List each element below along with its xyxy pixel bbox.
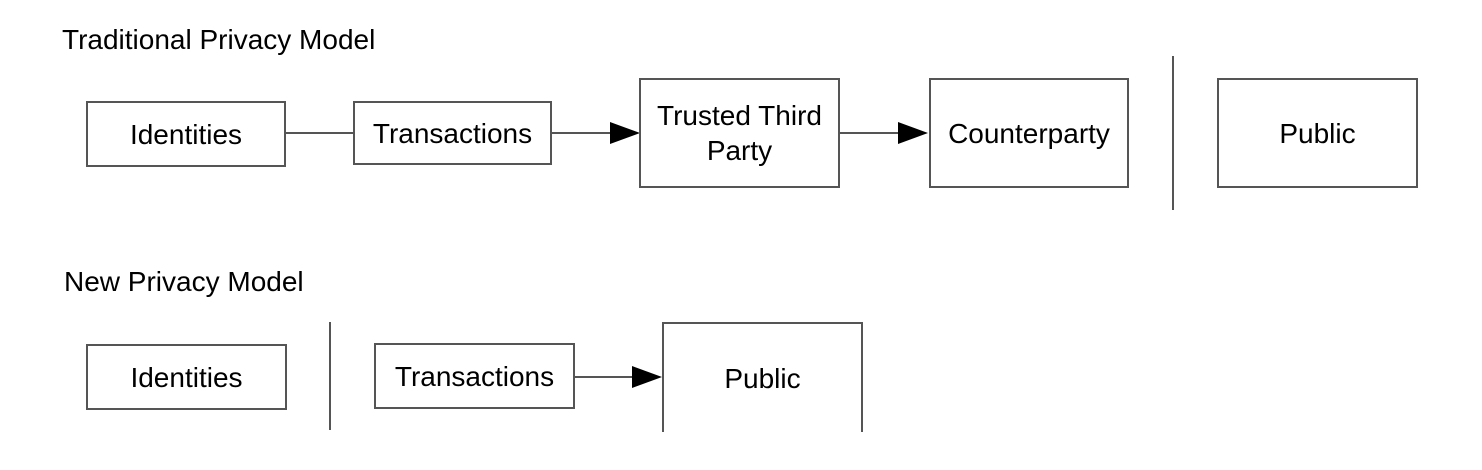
connector-transactions-ttp xyxy=(551,132,611,134)
connector-ttp-counterparty xyxy=(840,132,898,134)
new-privacy-divider xyxy=(329,322,331,430)
traditional-identities-label: Identities xyxy=(129,118,243,150)
arrowhead-ttp-counterparty xyxy=(898,122,928,144)
arrowhead-transactions-ttp xyxy=(610,122,640,144)
arrowhead-transactions-public xyxy=(632,366,662,388)
counterparty-box: Counterparty xyxy=(929,78,1129,188)
trusted-third-party-box: Trusted Third Party xyxy=(639,78,840,188)
counterparty-label: Counterparty xyxy=(948,117,1110,149)
new-identities-box: Identities xyxy=(86,344,287,410)
new-identities-label: Identities xyxy=(130,361,243,393)
new-model-title: New Privacy Model xyxy=(64,266,304,297)
new-transactions-label: Transactions xyxy=(394,360,555,392)
traditional-identities-box: Identities xyxy=(86,101,286,167)
trusted-third-party-label: Trusted Third Party xyxy=(657,100,822,166)
new-public-label: Public xyxy=(724,362,801,394)
new-transactions-box: Transactions xyxy=(374,343,575,409)
traditional-privacy-divider xyxy=(1172,56,1174,210)
new-public-box: Public xyxy=(662,322,863,432)
traditional-public-label: Public xyxy=(1279,117,1356,149)
traditional-model-title: Traditional Privacy Model xyxy=(62,24,376,55)
traditional-public-box: Public xyxy=(1217,78,1418,188)
connector-transactions-public xyxy=(574,376,632,378)
connector-identities-transactions xyxy=(286,132,353,134)
traditional-transactions-label: Transactions xyxy=(372,117,533,149)
traditional-transactions-box: Transactions xyxy=(353,101,552,165)
